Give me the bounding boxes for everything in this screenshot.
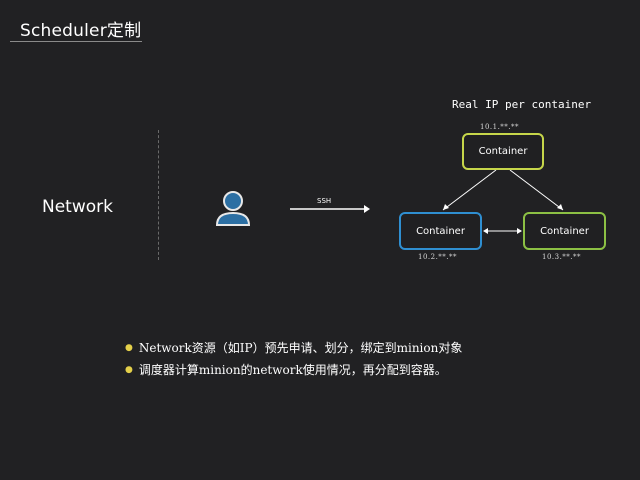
bullet-dot-icon: ●: [125, 365, 133, 375]
bullet-item: ● Network资源（如IP）预先申请、划分，绑定到minion对象: [125, 337, 462, 359]
link-top-left-head: [443, 204, 449, 210]
container-right-label: Container: [540, 225, 589, 237]
ip-right: 10.3.**.**: [542, 253, 582, 261]
bullet-text: 调度器计算minion的network使用情况，再分配到容器。: [138, 363, 447, 377]
container-left-label: Container: [416, 225, 465, 237]
network-label: Network: [42, 197, 113, 217]
title-underline: [10, 41, 142, 42]
container-top: Container: [462, 133, 544, 170]
container-left: Container: [399, 212, 482, 250]
slide-title: Scheduler定制: [20, 21, 142, 41]
ip-left: 10.2.**.**: [418, 253, 458, 261]
dashed-divider: [158, 130, 159, 260]
link-left-right-head-right: [517, 228, 522, 234]
arrow-right-icon: [290, 205, 370, 213]
bullet-item: ● 调度器计算minion的network使用情况，再分配到容器。: [125, 359, 462, 381]
link-left-right-head-left: [483, 228, 488, 234]
bullet-dot-icon: ●: [125, 343, 133, 353]
ip-top: 10.1.**.**: [480, 123, 520, 131]
container-top-label: Container: [478, 146, 528, 157]
link-top-right: [509, 169, 564, 211]
diagram-header: Real IP per container: [452, 98, 592, 111]
user-icon: [215, 191, 251, 226]
bullet-text: Network资源（如IP）预先申请、划分，绑定到minion对象: [138, 341, 463, 355]
container-right: Container: [523, 212, 606, 250]
link-top-left: [442, 169, 497, 211]
link-top-right-head: [557, 204, 563, 210]
ssh-label: SSH: [317, 197, 332, 205]
bullet-list: ● Network资源（如IP）预先申请、划分，绑定到minion对象 ● 调度器计…: [125, 337, 462, 381]
